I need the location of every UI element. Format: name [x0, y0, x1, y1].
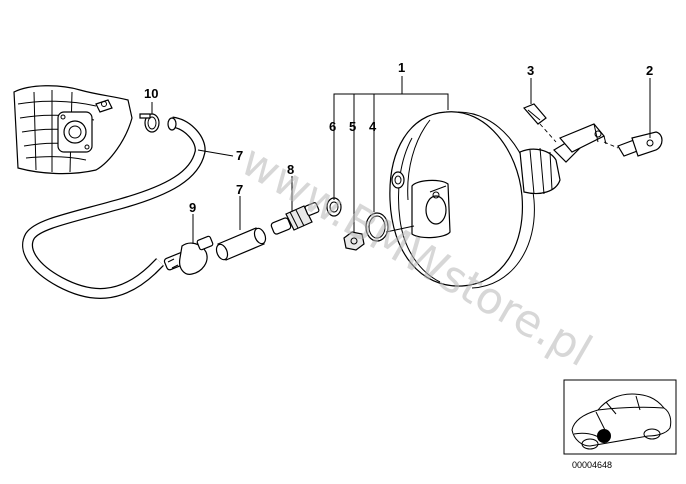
- o-ring: [365, 212, 389, 242]
- non-return-valve: [163, 235, 214, 275]
- clip-leader: [539, 123, 557, 143]
- reference-number: 00004648: [572, 460, 612, 470]
- nut: [343, 231, 365, 251]
- location-marker: [597, 429, 611, 443]
- hose-segment: [215, 227, 267, 261]
- vacuum-hose: [22, 116, 206, 299]
- intake-manifold: [13, 85, 133, 175]
- hose-clamp: [139, 113, 160, 133]
- pin-leader: [603, 141, 619, 149]
- pin: [617, 131, 663, 157]
- callouts: 1 2 3 4 5 6 7 7 8 9 10: [144, 60, 653, 215]
- brake-servo: [385, 111, 607, 289]
- callout-5: 5: [349, 119, 356, 134]
- location-thumbnail: [563, 379, 677, 455]
- callout-7-lower: 7: [236, 182, 243, 197]
- callout-10: 10: [144, 86, 158, 101]
- callout-9: 9: [189, 200, 196, 215]
- leader-lines: [151, 76, 651, 244]
- callout-4: 4: [369, 119, 377, 134]
- callout-3: 3: [527, 63, 534, 78]
- callout-1: 1: [398, 60, 405, 75]
- clip: [522, 103, 547, 125]
- callout-7-upper: 7: [236, 148, 243, 163]
- callout-2: 2: [646, 63, 653, 78]
- callout-8: 8: [287, 162, 294, 177]
- callout-6: 6: [329, 119, 336, 134]
